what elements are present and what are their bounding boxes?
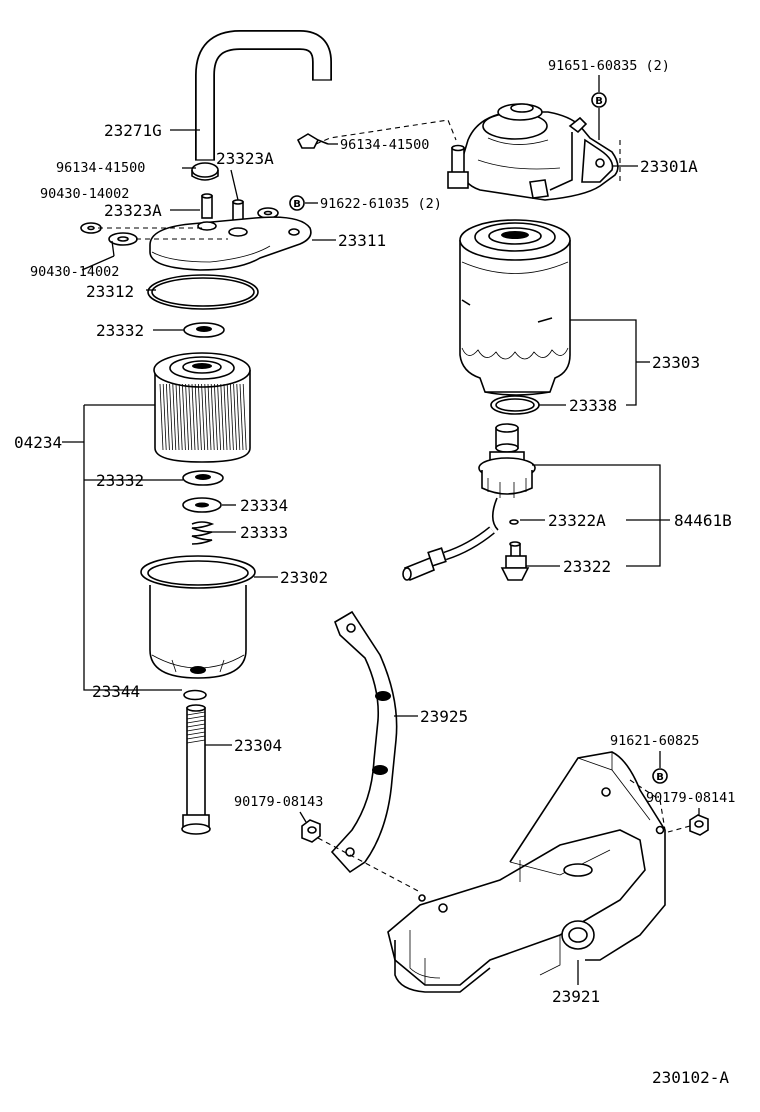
svg-text:B: B [595, 96, 603, 107]
gasket-23332-top [183, 322, 225, 338]
fuel-hose-23271G [195, 30, 332, 161]
label-23271G: 23271G [104, 121, 162, 140]
water-warning-switch-84461B [402, 423, 536, 582]
o-ring-23322A [509, 519, 519, 525]
label-91622-61035: 91622-61035 (2) [320, 196, 442, 212]
label-91651-60835: 91651-60835 (2) [548, 58, 670, 74]
label-23302: 23302 [280, 568, 328, 587]
figure-code: 230102-A [652, 1068, 729, 1087]
label-23332-top: 23332 [96, 321, 144, 340]
gasket-23332-bottom [182, 470, 224, 486]
nut-90179-08141 [689, 814, 709, 836]
hose-clamp-right [296, 133, 329, 149]
label-91621-60825: 91621-60825 [610, 733, 699, 749]
label-90430-14002-bottom: 90430-14002 [30, 264, 119, 280]
leader-lines [62, 75, 700, 985]
label-23303: 23303 [652, 353, 700, 372]
label-90179-08143: 90179-08143 [234, 794, 323, 810]
center-bolt-23304 [181, 704, 211, 835]
o-ring-23344 [183, 689, 207, 701]
spring-23333 [191, 521, 215, 545]
hose-clamp-left [191, 162, 219, 181]
bolt-marker-icon: B [289, 195, 305, 211]
label-23322A: 23322A [548, 511, 606, 530]
mounting-bracket-23921 [387, 751, 666, 993]
label-23921: 23921 [552, 987, 600, 1006]
label-90179-08141: 90179-08141 [646, 790, 735, 806]
label-23925: 23925 [420, 707, 468, 726]
bolt-marker-icon: B [652, 768, 668, 784]
label-23333: 23333 [240, 523, 288, 542]
label-23323A-top: 23323A [216, 149, 274, 168]
label-23312: 23312 [86, 282, 134, 301]
nut-90179-08143 [301, 819, 321, 843]
label-23334: 23334 [240, 496, 288, 515]
filter-cap-23311 [149, 216, 312, 271]
alignment-lines [98, 119, 691, 893]
drain-plug-23322 [500, 541, 530, 581]
o-ring-23312 [147, 274, 259, 310]
gasket-washers [80, 207, 279, 246]
label-96134-41500-left: 96134-41500 [56, 160, 145, 176]
label-23322: 23322 [563, 557, 611, 576]
label-23332-bottom: 23332 [96, 471, 144, 490]
label-96134-41500-right: 96134-41500 [340, 137, 429, 153]
svg-text:B: B [656, 772, 664, 783]
label-23344: 23344 [92, 682, 140, 701]
fuel-filter-23303 [459, 219, 571, 396]
label-23301A: 23301A [640, 157, 698, 176]
label-23304: 23304 [234, 736, 282, 755]
label-90430-14002-top: 90430-14002 [40, 186, 129, 202]
bolt-marker-icon: B [591, 92, 607, 108]
filter-element-04234 [153, 352, 251, 463]
label-84461B: 84461B [674, 511, 732, 530]
part-number-labels: 23271G 96134-41500 23323A 90430-14002 23… [14, 58, 735, 1087]
label-23323A-mid: 23323A [104, 201, 162, 220]
label-04234: 04234 [14, 433, 62, 452]
label-23338: 23338 [569, 396, 617, 415]
label-23311: 23311 [338, 231, 386, 250]
filter-case-23302 [140, 555, 256, 679]
priming-pump-23301A [447, 103, 619, 201]
o-ring-23338 [490, 395, 540, 415]
bracket-23925 [330, 610, 398, 874]
svg-text:B: B [293, 199, 301, 210]
retainer-23334 [182, 497, 222, 513]
